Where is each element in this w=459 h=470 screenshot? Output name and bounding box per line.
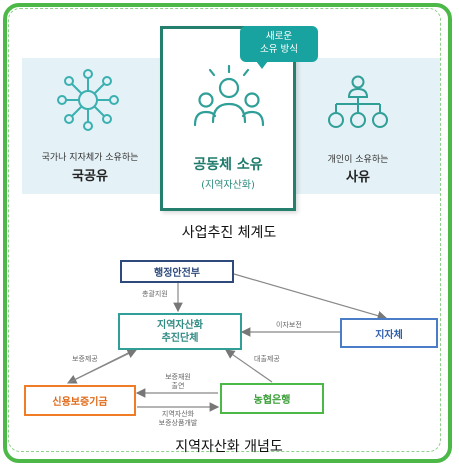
inner-dashed-frame [8, 8, 441, 452]
bubble-tail [256, 61, 268, 69]
private-ownership-caption: 개인이 소유하는 [327, 155, 389, 165]
label-guarantee-fund: 보증재원 출연 [158, 373, 198, 391]
label-loan-provide: 대출제공 [254, 355, 280, 363]
promo-org-node: 지역자산화 추진단체 [118, 313, 242, 350]
concept-diagram-caption: 지역자산화 개념도 [175, 439, 283, 455]
label-interest-support: 이자보전 [276, 321, 302, 329]
credit-guarantee-node: 신용보증기금 [24, 385, 136, 416]
label-guarantee-fund-line-2: 출연 [171, 382, 185, 390]
arrow-guarantee-to-promo [67, 349, 138, 384]
label-guarantee-provide: 보증제공 [72, 355, 98, 363]
outer-frame [3, 3, 452, 463]
label-total-support: 총괄지원 [142, 290, 168, 298]
bubble-line-2: 소유 방식 [260, 44, 298, 55]
ministry-node: 행정안전부 [120, 260, 234, 283]
business-structure-caption: 사업추진 체계도 [181, 225, 277, 241]
state-ownership-caption: 국가나 지자체가 소유하는 [41, 153, 139, 163]
community-ownership-title: 공동체 소유 [193, 157, 263, 173]
arrow-ministry-to-localgov [233, 273, 388, 321]
community-ownership-subtitle: (지역자산화) [201, 180, 255, 191]
local-gov-node: 지자체 [340, 318, 438, 348]
label-regional-product-line-2: 보증상품개발 [158, 419, 198, 427]
private-ownership-title: 사유 [346, 170, 370, 185]
nh-bank-node: 농협은행 [220, 383, 324, 414]
label-guarantee-fund-line-1: 보증재원 [165, 373, 191, 381]
promo-org-line-1: 지역자산화 [157, 319, 203, 331]
label-regional-product-line-1: 지역자산화 [161, 410, 195, 418]
promo-org-line-2: 추진단체 [161, 332, 199, 344]
arrow-bank-to-promo [225, 349, 273, 383]
state-ownership-title: 국공유 [72, 169, 108, 184]
new-ownership-bubble: 새로운 소유 방식 [240, 26, 318, 62]
bubble-line-1: 새로운 [265, 31, 293, 42]
label-regional-product: 지역자산화 보증상품개발 [148, 410, 208, 428]
